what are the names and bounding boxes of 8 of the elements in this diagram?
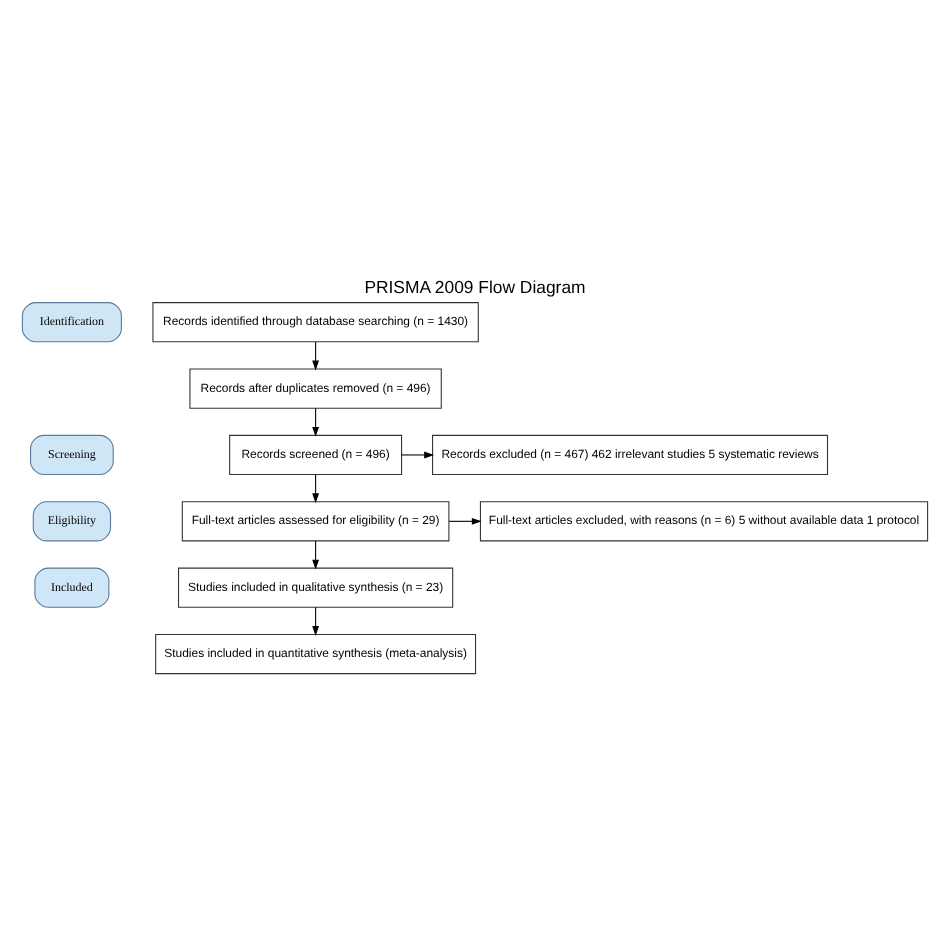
arrow (311, 606, 319, 636)
arrow (311, 407, 319, 437)
arrow (311, 341, 319, 371)
diagram-title: PRISMA 2009 Flow Diagram (363, 276, 585, 297)
arrow (311, 540, 319, 570)
arrow (311, 474, 319, 504)
arrow (400, 451, 433, 459)
arrow (447, 517, 481, 525)
